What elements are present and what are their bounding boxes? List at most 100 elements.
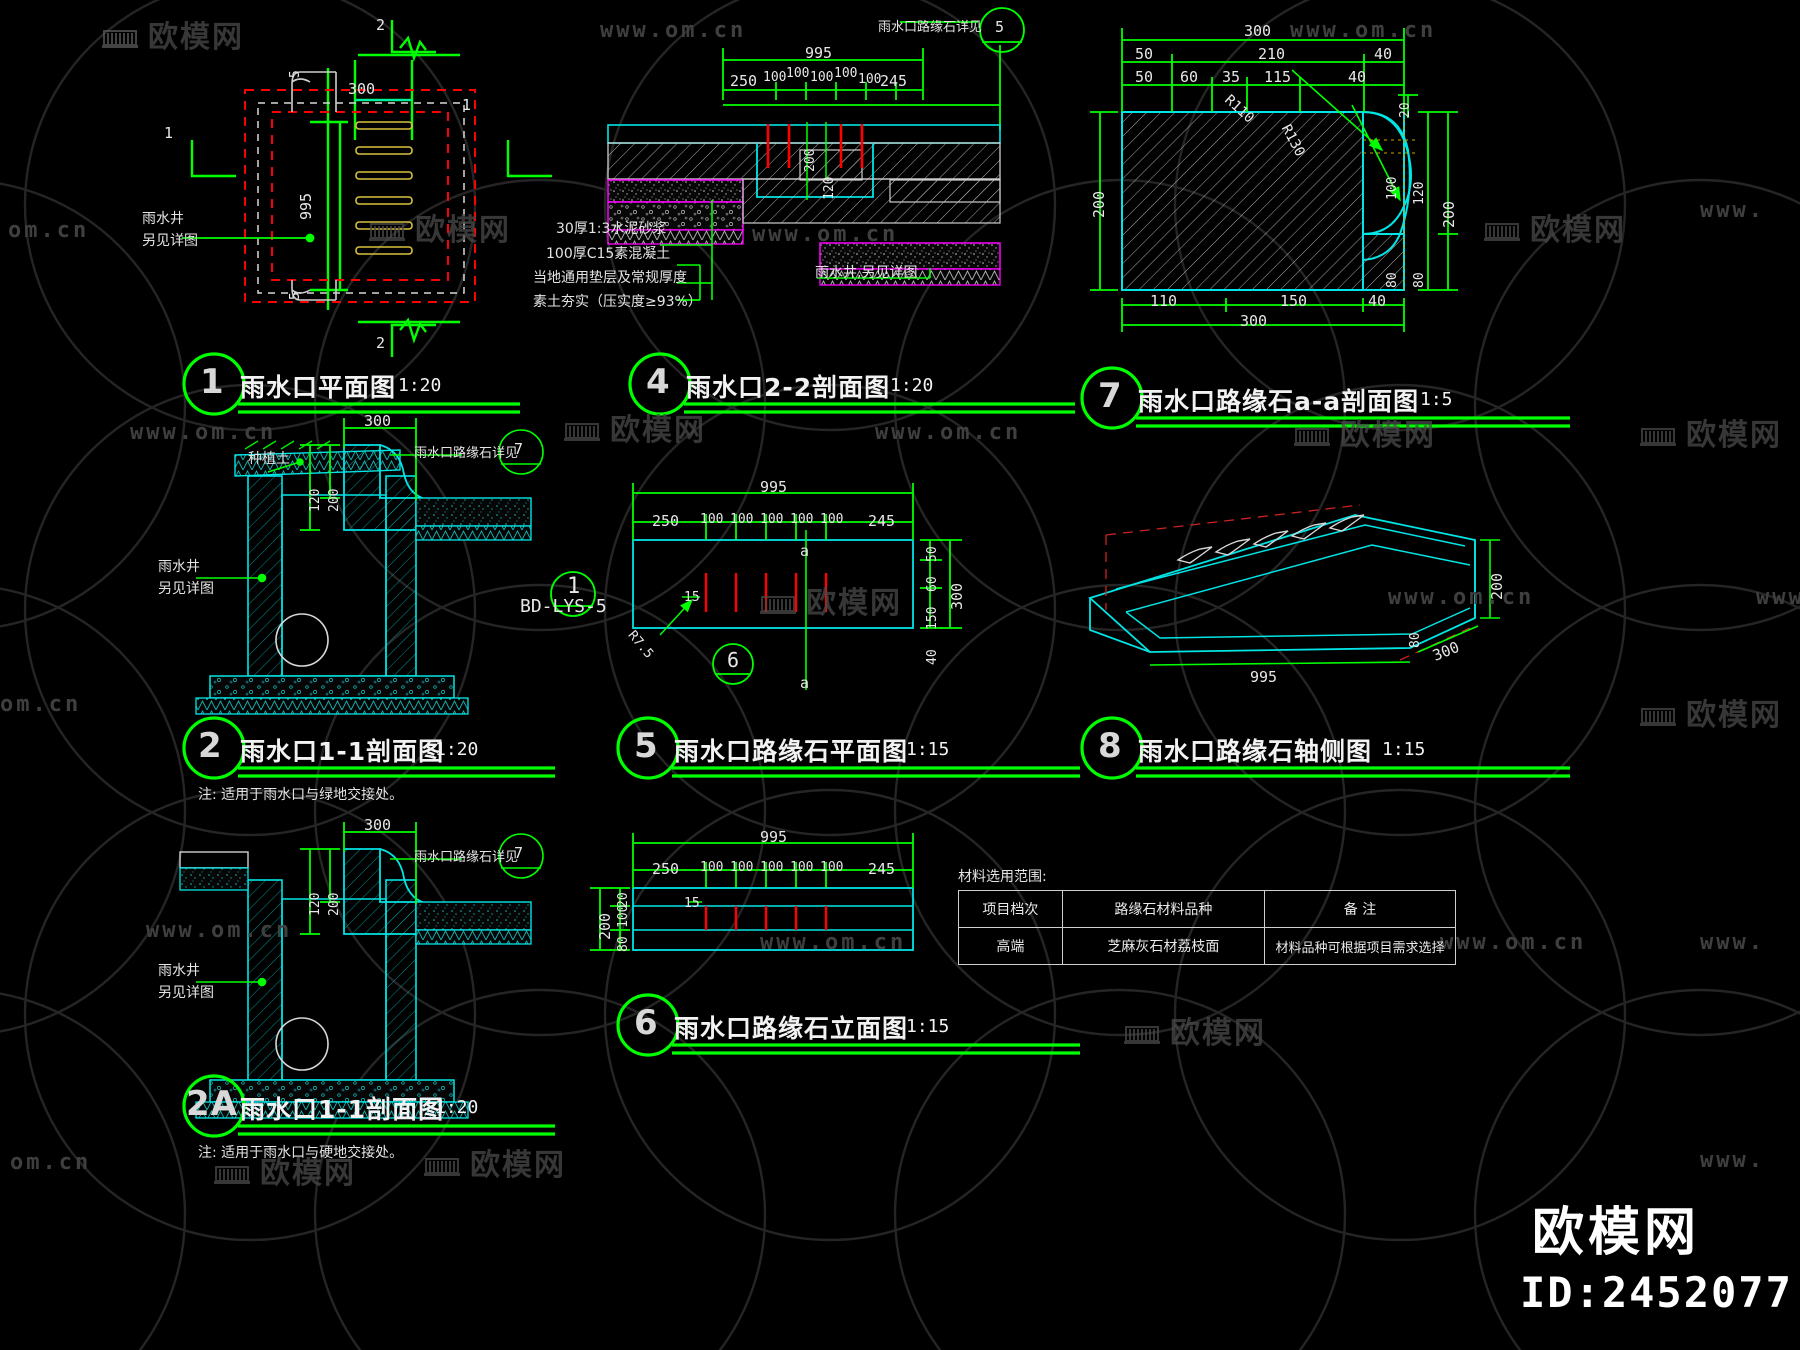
- detail-2-title: 雨水口1-1剖面图: [240, 737, 445, 766]
- detail-4-geometry: [607, 7, 1025, 301]
- url-watermark: www.om.cn: [146, 918, 293, 943]
- url-watermark: www.: [1700, 198, 1765, 223]
- dim-120: 120: [308, 488, 323, 512]
- detail-1-scale: 1:20: [398, 375, 442, 396]
- dim-40c: 40: [1368, 292, 1387, 310]
- url-watermark: om.cn: [10, 1150, 92, 1175]
- dim-250: 250: [730, 72, 758, 90]
- dim-300-top: 300: [1244, 22, 1272, 40]
- dim-100-2: 100: [730, 860, 754, 875]
- dim-100-5: 100: [858, 72, 882, 87]
- dim-35: 35: [1222, 68, 1241, 86]
- dim-100-2: 100: [730, 512, 754, 527]
- curb-callout-tag: 5: [995, 18, 1005, 36]
- table-cell-remark: 材料品种可根据项目需求选择: [1263, 927, 1457, 965]
- layer-note-1: 30厚1:3水泥砂浆: [556, 221, 667, 237]
- dim-100-4: 100: [790, 512, 814, 527]
- dim-995: 995: [805, 44, 833, 62]
- dim-150: 150: [925, 606, 940, 630]
- dim-edge-top: 5: [288, 70, 303, 78]
- table-header-cell: 项目档次: [958, 890, 1063, 928]
- dim-300: 300: [364, 816, 392, 834]
- well-label-line2: 另见详图: [158, 581, 214, 597]
- dim-200: 200: [803, 148, 818, 172]
- url-watermark: www.om.cn: [1388, 585, 1535, 610]
- detail-8-tag: 8: [1098, 726, 1123, 766]
- table-row: 高端 芝麻灰石材荔枝面 材料品种可根据项目需求选择: [958, 927, 1457, 965]
- url-watermark: www.om.cn: [760, 930, 907, 955]
- dim-245: 245: [880, 72, 908, 90]
- dim-60: 60: [925, 576, 940, 592]
- dim-120: 120: [308, 892, 323, 916]
- curb-callout: 雨水口路缘石详见: [414, 850, 519, 865]
- dim-210: 210: [1258, 45, 1286, 63]
- dim-100-1: 100: [700, 860, 724, 875]
- url-watermark: www.om.cn: [600, 18, 747, 43]
- detail-1-geometry: [182, 20, 552, 357]
- dim-250: 250: [652, 512, 680, 530]
- section-mark-2-top: 2: [376, 16, 386, 34]
- dim-200-right: 200: [1440, 200, 1458, 228]
- axis-label-a-bottom: a: [800, 674, 810, 692]
- detail-8-scale: 1:15: [1382, 739, 1426, 760]
- detail-6-tag: 6: [634, 1003, 659, 1043]
- detail-7-tag: 7: [1098, 376, 1123, 416]
- layer-note-2: 100厚C15素混凝土: [546, 246, 671, 262]
- dim-200: 200: [596, 912, 614, 940]
- detail-2-geometry: [195, 418, 544, 715]
- dim-995: 995: [1250, 668, 1278, 686]
- dim-300: 300: [348, 80, 376, 98]
- dim-245: 245: [868, 512, 896, 530]
- dim-100-1: 100: [700, 512, 724, 527]
- dim-50: 50: [1135, 45, 1154, 63]
- dim-100-3: 100: [760, 860, 784, 875]
- url-watermark: www.om.cn: [1290, 18, 1437, 43]
- dim-100-4: 100: [790, 860, 814, 875]
- dim-100-5: 100: [820, 512, 844, 527]
- dim-120: 120: [1412, 181, 1427, 205]
- url-watermark: om.cn: [8, 218, 90, 243]
- detail-6-title: 雨水口路缘石立面图: [674, 1014, 909, 1043]
- detail-4-scale: 1:20: [890, 375, 934, 396]
- callout-well-line1: 雨水井: [142, 211, 184, 227]
- url-watermark: www.om.cn: [1440, 930, 1587, 955]
- detail-5-ref-tag: 1: [567, 574, 581, 599]
- detail-1-tag: 1: [200, 362, 225, 402]
- curb-callout-tag: 7: [514, 440, 524, 458]
- curb-callout-tag: 7: [514, 844, 524, 862]
- dim-200: 200: [1488, 572, 1506, 600]
- url-watermark: om.cn: [0, 692, 82, 717]
- url-watermark: www.om.cn: [130, 420, 277, 445]
- material-table-caption: 材料选用范围:: [958, 869, 1047, 885]
- footer-id: ID:2452077: [1520, 1268, 1793, 1317]
- dim-200: 200: [327, 892, 342, 916]
- detail-5-title: 雨水口路缘石平面图: [674, 737, 909, 766]
- dim-80b: 80: [1412, 272, 1427, 288]
- well-label-line1: 雨水井: [158, 559, 200, 575]
- detail-4-tag: 4: [646, 362, 671, 402]
- dim-100-4: 100: [834, 66, 858, 81]
- dim-80: 80: [1408, 632, 1423, 648]
- detail-6-geometry: [590, 833, 914, 951]
- dim-40: 40: [1374, 45, 1393, 63]
- detail-5-scale: 1:15: [906, 739, 950, 760]
- detail-7-geometry: [1090, 28, 1458, 332]
- table-cell-grade: 高端: [958, 927, 1063, 965]
- dim-50b: 50: [1135, 68, 1154, 86]
- detail-5-geometry: [550, 483, 962, 690]
- url-watermark: www.: [1756, 585, 1800, 610]
- dim-40b: 40: [1348, 68, 1367, 86]
- section-mark-2-bottom: 2: [376, 334, 386, 352]
- detail-4-title: 雨水口2-2剖面图: [686, 373, 891, 402]
- dim-200: 200: [327, 488, 342, 512]
- dim-100-3: 100: [760, 512, 784, 527]
- section-mark-1-left: 1: [164, 124, 174, 142]
- table-header-row: 项目档次 路缘石材料品种 备 注: [958, 890, 1457, 928]
- dim-100-1: 100: [763, 70, 787, 85]
- dim-edge-bottom: 5: [288, 292, 303, 300]
- url-watermark: www.: [1700, 1148, 1765, 1173]
- detail-2a-geometry: [179, 822, 544, 1119]
- detail-6-scale: 1:15: [906, 1016, 950, 1037]
- dim-250: 250: [652, 860, 680, 878]
- detail-2-tag: 2: [198, 726, 223, 766]
